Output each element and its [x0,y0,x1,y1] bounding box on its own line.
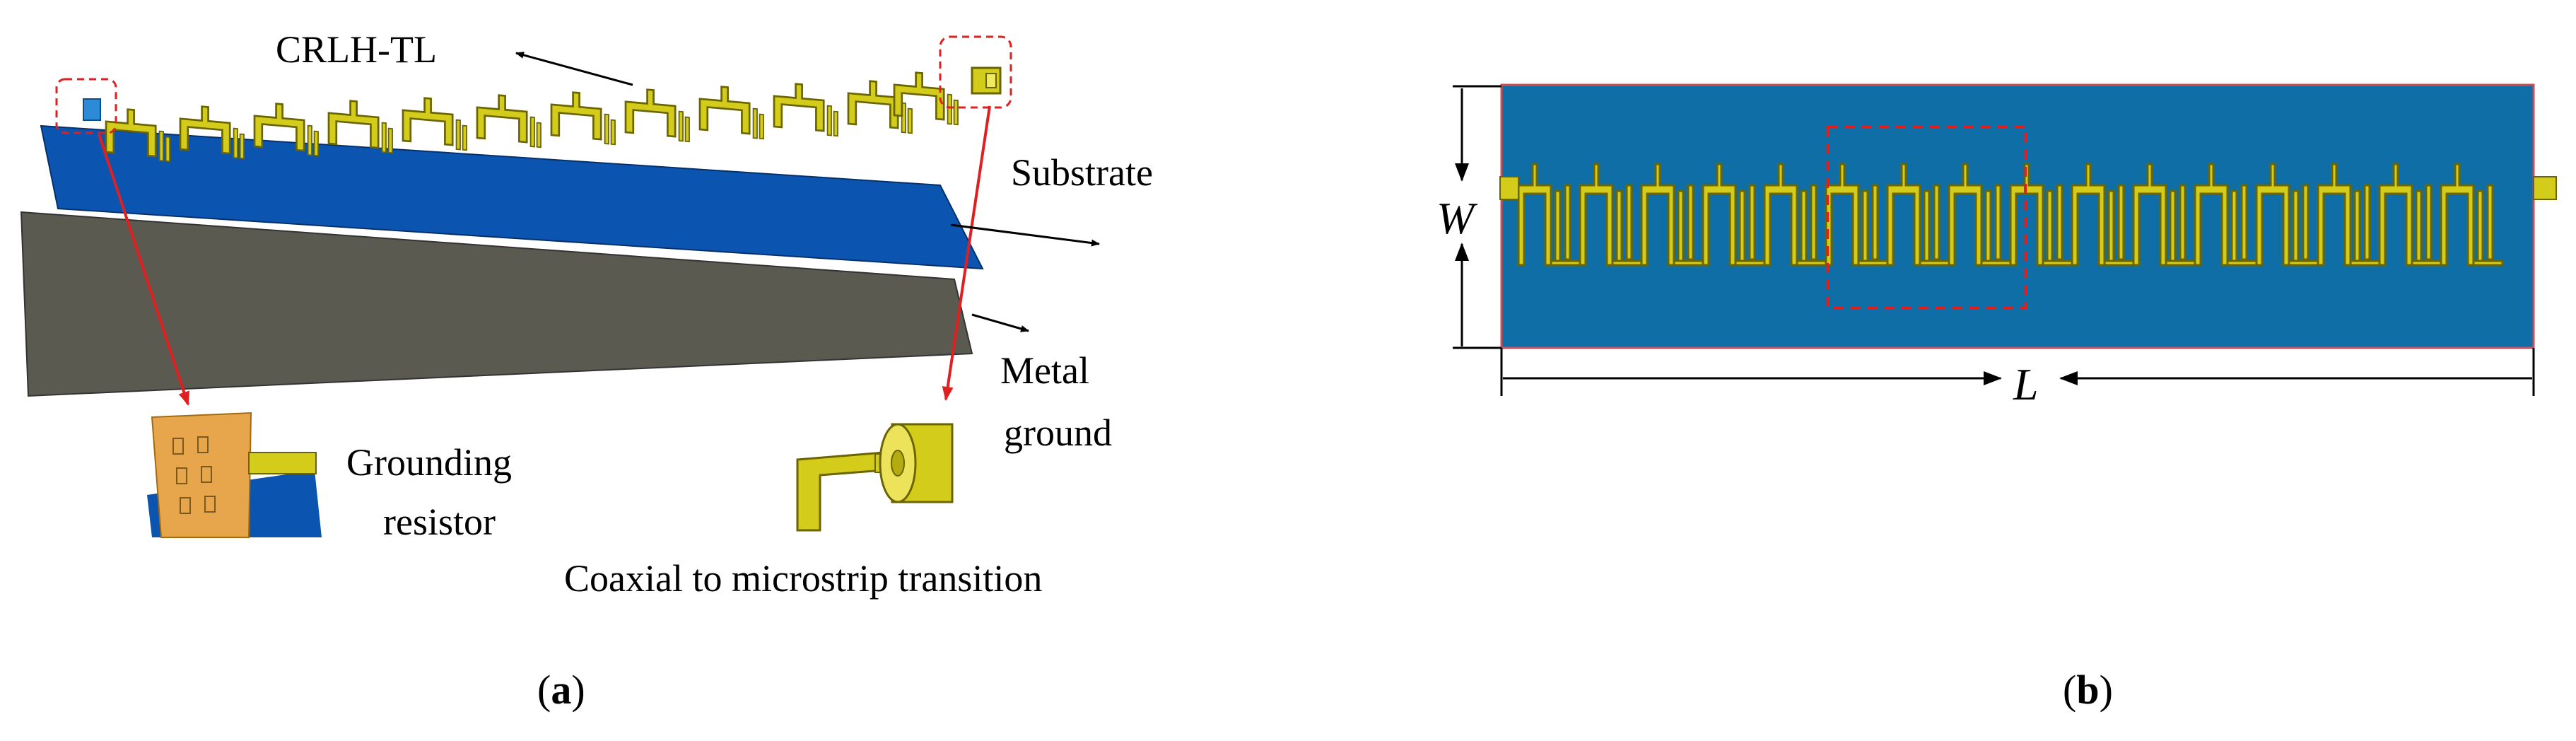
interdigital-finger [1554,189,1562,267]
ground-arrow [971,313,1029,332]
coax-transition-inset [796,423,954,532]
interdigital-finger [2117,184,2125,261]
finger-bus [1673,259,1704,267]
interdigital-finger [1800,189,1808,267]
unit-cell [2255,163,2290,267]
unit-cell [1763,163,1798,267]
interdigital-finger [1923,189,1931,267]
finger-bus [2288,259,2319,267]
dim-l-label: L [2013,359,2039,409]
metal-ground-plate [20,211,973,397]
interdigital-finger [2107,189,2115,267]
unit-cell [2071,163,2106,267]
left-port-stub [83,98,101,121]
interdigital-finger [2353,189,2361,267]
finger-bus [1919,259,1950,267]
label-resistor: resistor [383,501,496,543]
crlh-tl-top-view [1517,163,2504,267]
interdigital-finger [2179,184,2186,261]
finger-bus [2472,259,2504,267]
interdigital-finger [2415,189,2423,267]
interdigital-finger [2240,184,2248,261]
finger-bus [2103,259,2135,267]
label-metal: Metal [1000,349,1089,392]
interdigital-finger [2486,184,2494,261]
coax-arrow [942,105,991,401]
interdigital-finger [2046,189,2054,267]
finger-bus [1734,259,1766,267]
interdigital-finger [2425,184,2432,261]
caption-b: (b) [2063,667,2113,713]
unit-cell [1579,163,1614,267]
finger-bus [2165,259,2196,267]
interdigital-finger [2476,189,2484,267]
label-crlh-tl: CRLH-TL [276,28,437,71]
unit-cell [1825,163,1860,267]
label-substrate: Substrate [1011,151,1153,194]
unit-cell [1886,163,1921,267]
unit-cell [2378,163,2413,267]
grounding-arrow [98,134,189,406]
interdigital-finger [1810,184,1817,261]
substrate-arrow [950,223,1100,247]
unit-cell [2317,163,2352,267]
unit-cell [1702,163,1737,267]
interdigital-finger [2230,189,2238,267]
grounding-highlight-box [55,78,117,134]
interdigital-finger [1625,184,1633,261]
interdigital-finger [2169,189,2177,267]
crlh-tl-cells [105,69,959,163]
finger-bus [2349,259,2381,267]
interdigital-finger [1871,184,1879,261]
finger-bus [2411,259,2442,267]
interdigital-finger [2363,184,2371,261]
label-grounding: Grounding [346,441,512,484]
finger-bus [2226,259,2258,267]
interdigital-finger [1564,184,1571,261]
interdigital-finger [1984,189,1992,267]
interdigital-finger [1738,189,1746,267]
interdigital-finger [1933,184,1940,261]
interdigital-finger [1994,184,2002,261]
interdigital-finger [1748,184,1756,261]
panel-b: W L (b) [1436,83,2557,713]
dim-w-label: W [1436,193,1478,243]
interdigital-finger [2292,189,2300,267]
grounding-resistor-inset [147,412,322,538]
finger-bus [1550,259,1581,267]
interdigital-finger [2056,184,2063,261]
unit-cell-highlight [1826,126,2027,309]
coax-highlight-box [939,35,1012,109]
finger-bus [1857,259,1889,267]
finger-bus [1980,259,2012,267]
caption-a: (a) [537,667,585,713]
interdigital-finger [1677,189,1685,267]
label-ground: ground [1004,412,1112,454]
substrate-plate [40,124,984,270]
label-coax-transition: Coaxial to microstrip transition [564,557,1042,600]
panel-a: CRLH-TL Substrate Metal ground Grounding… [20,28,1153,713]
unit-cell [2440,163,2475,267]
crlh-arrow [515,52,633,86]
finger-bus [1611,259,1643,267]
finger-bus [1796,259,1827,267]
finger-bus [2042,259,2073,267]
right-port-b [2533,176,2557,200]
interdigital-finger [1861,189,1869,267]
unit-cell [1948,163,1983,267]
left-port-b [1499,176,1519,200]
unit-cell [2194,163,2229,267]
interdigital-finger [2302,184,2309,261]
interdigital-finger [1687,184,1694,261]
unit-cell [2132,163,2167,267]
unit-cell [1517,163,1552,267]
interdigital-finger [1615,189,1623,267]
unit-cell [1640,163,1675,267]
